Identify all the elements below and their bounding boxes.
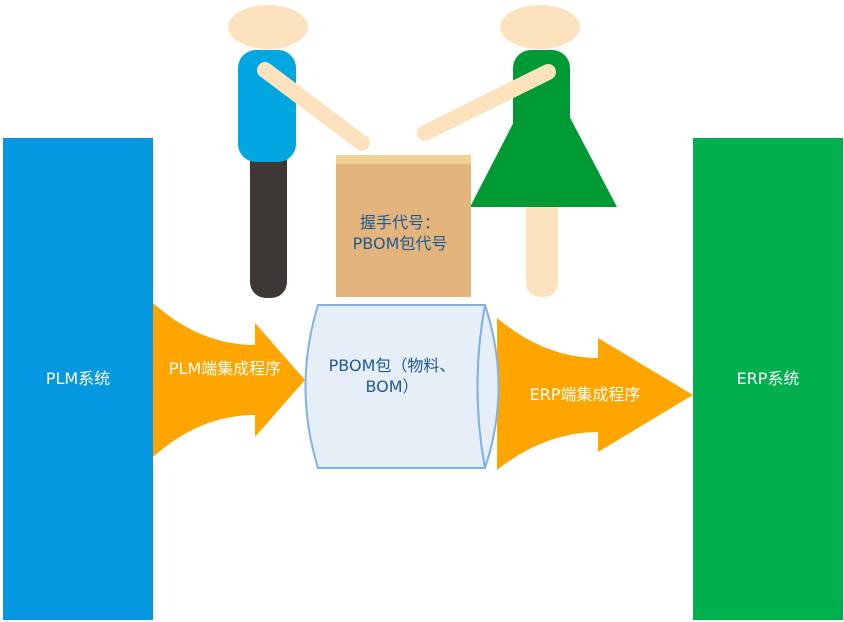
- plm-system-label: PLM系统: [45, 369, 111, 388]
- plm-integration-label: PLM端集成程序: [168, 359, 282, 378]
- handshake-box: [336, 155, 471, 297]
- plm-integration-arrow: [153, 303, 305, 457]
- erp-system-block: [693, 138, 843, 620]
- erp-integration-label: ERP端集成程序: [529, 385, 641, 404]
- man-figure: [228, 5, 370, 298]
- erp-system-label: ERP系统: [736, 369, 800, 388]
- woman-figure: [417, 5, 617, 297]
- erp-integration-arrow: [497, 318, 693, 470]
- handshake-code-label: 握手代号：PBOM包代号: [352, 213, 448, 253]
- plm-system-block: [3, 138, 153, 620]
- pbom-cylinder: [304, 304, 500, 469]
- pbom-package-label: PBOM包（物料、BOM）: [328, 356, 456, 396]
